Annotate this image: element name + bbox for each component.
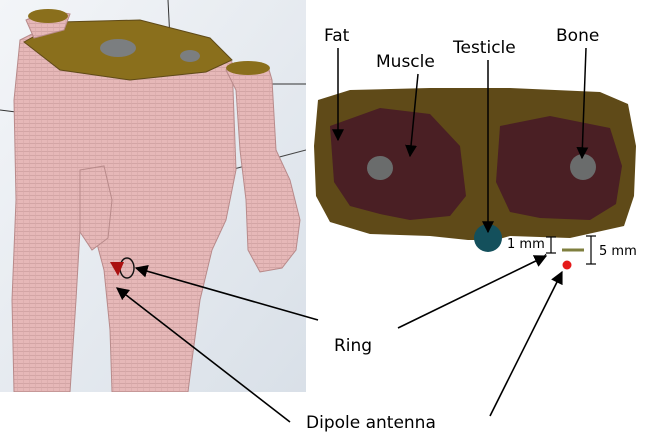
label-ring: Ring [334,338,372,355]
dipole-arrow-left [117,288,290,422]
label-testicle: Testicle [453,40,516,57]
label-gap: 1 mm [507,238,545,251]
label-offset: 5 mm [599,245,637,258]
ring-arrow-right [398,256,546,328]
label-dipole: Dipole antenna [306,415,436,432]
source-dot [563,261,572,270]
bone-arrow [582,48,586,158]
label-bone: Bone [556,28,599,45]
ring-arrow-left [136,268,318,320]
label-fat: Fat [324,28,349,45]
dipole-arrow-right [490,272,562,416]
muscle-arrow [410,74,418,156]
label-muscle: Muscle [376,54,435,71]
